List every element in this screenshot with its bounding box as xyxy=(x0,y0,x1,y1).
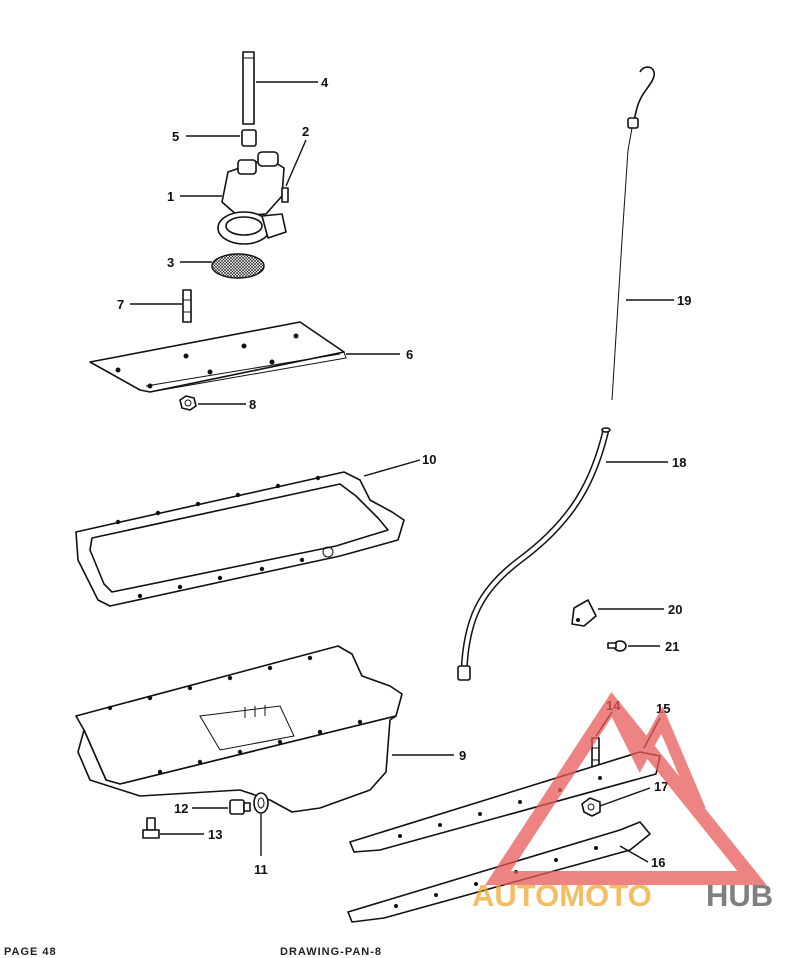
stud-part-7 xyxy=(182,289,192,323)
leader-2 xyxy=(285,139,307,187)
footer-page-label: PAGE 48 xyxy=(4,946,57,958)
callout-20: 20 xyxy=(668,602,682,617)
dipstick-part-19 xyxy=(611,66,655,401)
callout-4: 4 xyxy=(321,75,329,90)
leader-16 xyxy=(619,845,649,863)
callout-13: 13 xyxy=(208,827,222,842)
pin-part-2 xyxy=(281,187,289,203)
watermark-text-secondary: HUB xyxy=(706,878,773,913)
callout-8: 8 xyxy=(249,397,256,412)
watermark-text-primary: AUTOMOTO xyxy=(472,878,652,913)
screw-part-21 xyxy=(607,640,627,652)
nut-part-8 xyxy=(179,395,197,411)
watermark-m-icon xyxy=(606,701,706,813)
callout-16: 16 xyxy=(651,855,665,870)
callout-7: 7 xyxy=(117,297,124,312)
callout-2: 2 xyxy=(302,124,309,139)
oil-pan-gasket-part-10 xyxy=(75,471,405,607)
callout-10: 10 xyxy=(422,452,436,467)
baffle-part-6 xyxy=(89,321,347,393)
callout-9: 9 xyxy=(459,748,466,763)
callout-1: 1 xyxy=(167,189,174,204)
callout-21: 21 xyxy=(665,639,679,654)
footer-center-label: DRAWING-PAN-8 xyxy=(280,946,383,958)
pickup-tube-part-4 xyxy=(242,51,255,125)
sleeve-part-5 xyxy=(241,129,257,147)
nut-part-17 xyxy=(581,797,601,817)
callout-12: 12 xyxy=(174,801,188,816)
bolt-part-13 xyxy=(142,817,160,839)
callout-19: 19 xyxy=(677,293,691,308)
callout-6: 6 xyxy=(406,347,413,362)
leader-17 xyxy=(599,787,651,807)
callout-5: 5 xyxy=(172,129,179,144)
washer-part-11 xyxy=(253,792,269,814)
drain-plug-part-12 xyxy=(229,799,251,815)
callout-18: 18 xyxy=(672,455,686,470)
callout-3: 3 xyxy=(167,255,174,270)
oil-pan-part-9 xyxy=(75,645,403,813)
oil-pump-part-1 xyxy=(217,151,287,245)
screen-part-3 xyxy=(211,253,265,279)
watermark-triangle-icon xyxy=(485,692,767,885)
callout-17: 17 xyxy=(654,779,668,794)
callout-11: 11 xyxy=(254,862,268,877)
automotohub-watermark-logo: AUTOMOTO HUB xyxy=(472,692,773,913)
leader-10 xyxy=(363,459,421,477)
clip-part-20 xyxy=(571,599,597,627)
dipstick-tube-part-18 xyxy=(457,427,611,681)
